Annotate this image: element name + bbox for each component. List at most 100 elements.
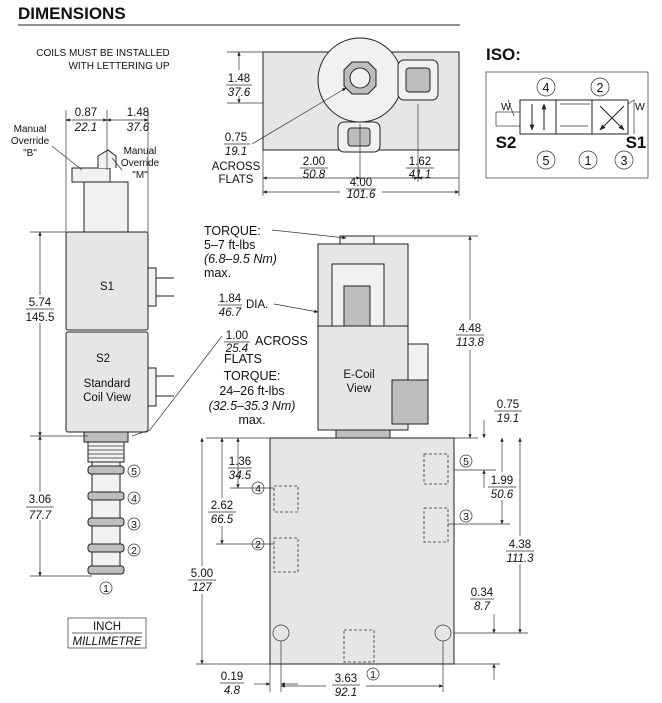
coil-s1-connector bbox=[147, 267, 157, 307]
iso-symbol bbox=[485, 71, 649, 179]
dim-075b-in: 0.75 bbox=[497, 399, 519, 411]
torque1-line-3: (6.8–9.5 Nm) bbox=[204, 252, 277, 266]
dim-199-in: 1.99 bbox=[491, 475, 513, 487]
coil-s1-label: S1 bbox=[100, 281, 114, 293]
dim-034-in: 0.34 bbox=[471, 587, 494, 599]
coil-s2-label: S2 bbox=[96, 353, 110, 365]
plate-port-4: 4 bbox=[255, 483, 261, 495]
port-4-side: 4 bbox=[131, 493, 137, 505]
torque2-line-2: 24–26 ft-lbs bbox=[219, 384, 284, 398]
port-2-cavity bbox=[273, 537, 299, 573]
dim-363-in: 3.63 bbox=[335, 673, 357, 685]
seal-ring bbox=[87, 543, 125, 553]
dim-306-in: 3.06 bbox=[29, 494, 51, 506]
iso-label: ISO: bbox=[486, 45, 521, 64]
units-mm: MILLIMETRE bbox=[72, 636, 141, 648]
dim-363-mm: 92.1 bbox=[335, 687, 357, 699]
override-b-lever bbox=[71, 167, 111, 183]
dim-448-in: 4.48 bbox=[459, 323, 481, 335]
plate-port-1: 1 bbox=[370, 669, 376, 681]
port-1-side: 1 bbox=[103, 583, 109, 595]
dim-438-in: 4.38 bbox=[509, 539, 531, 551]
override-m-line-3: "M" bbox=[132, 170, 148, 181]
cartridge-thread bbox=[87, 441, 125, 463]
coil-note-line-2: WITH LETTERING UP bbox=[68, 61, 169, 72]
iso-port-4: 4 bbox=[543, 81, 550, 95]
hex-nut bbox=[83, 431, 129, 443]
torque1-line-2: 5–7 ft-lbs bbox=[204, 238, 255, 252]
dim-100-in: 1.00 bbox=[226, 330, 248, 342]
plate-port-5: 5 bbox=[463, 456, 469, 468]
port-3-side: 3 bbox=[131, 519, 137, 531]
port-3-cavity bbox=[423, 507, 449, 543]
dim-162-mm: 41.1 bbox=[409, 169, 431, 181]
ecoil-view bbox=[269, 235, 455, 665]
iso-port-2: 2 bbox=[597, 81, 604, 95]
dim-200-mm: 50.8 bbox=[303, 169, 326, 181]
dim-500-in: 5.00 bbox=[191, 568, 213, 580]
dim-574-mm: 145.5 bbox=[26, 312, 55, 324]
dim-075a-mm: 19.1 bbox=[225, 146, 247, 158]
dim-200-in: 2.00 bbox=[303, 156, 325, 168]
across-flats-1-line-1: ACROSS bbox=[212, 161, 261, 173]
dim-136-in: 1.36 bbox=[229, 456, 251, 468]
port-5-cavity bbox=[423, 453, 449, 485]
port-4-cavity bbox=[273, 485, 299, 513]
coil-s2-connector bbox=[147, 367, 157, 407]
dim-148b-mm: 37.6 bbox=[228, 87, 251, 99]
dim-019-mm: 4.8 bbox=[224, 685, 241, 697]
subplate-body bbox=[269, 437, 455, 665]
units-box bbox=[67, 617, 147, 649]
standard-view-line-1: Standard bbox=[84, 378, 131, 390]
dim-262-in: 2.62 bbox=[211, 500, 233, 512]
seal-ring bbox=[87, 565, 125, 575]
torque1-line-4: max. bbox=[204, 266, 231, 280]
torque2-line-1: TORQUE: bbox=[224, 369, 281, 383]
dim-438-mm: 111.3 bbox=[506, 553, 534, 565]
dim-500-mm: 127 bbox=[192, 582, 212, 594]
dim-075b-mm: 19.1 bbox=[497, 413, 519, 425]
across-flats-2-line-2: FLATS bbox=[224, 352, 262, 366]
dim-087-in: 0.87 bbox=[75, 107, 97, 119]
port-5-side: 5 bbox=[131, 466, 137, 478]
dim-574-in: 5.74 bbox=[29, 297, 52, 309]
dim-148b-in: 1.48 bbox=[228, 73, 250, 85]
torque1-line-1: TORQUE: bbox=[204, 224, 261, 238]
dim-100-mm: 25.4 bbox=[225, 343, 248, 355]
standard-view-line-2: Coil View bbox=[83, 392, 131, 404]
plate-port-3: 3 bbox=[463, 511, 469, 523]
dim-199-mm: 50.6 bbox=[491, 489, 514, 501]
override-b-line-3: "B" bbox=[23, 148, 37, 159]
coil-cap bbox=[83, 181, 129, 233]
dim-034-mm: 8.7 bbox=[474, 601, 491, 613]
ecoil-connector bbox=[391, 379, 429, 425]
dim-019-in: 0.19 bbox=[221, 671, 243, 683]
iso-port-3: 3 bbox=[621, 154, 628, 168]
torque2-line-3: (32.5–35.3 Nm) bbox=[209, 399, 296, 413]
dia-label: DIA. bbox=[246, 299, 268, 311]
dim-400-mm: 101.6 bbox=[347, 189, 376, 201]
iso-port-5: 5 bbox=[543, 154, 550, 168]
iso-spring-w-left: W bbox=[501, 101, 511, 113]
coil-note-line-1: COILS MUST BE INSTALLED bbox=[36, 48, 170, 59]
iso-s1-label: S1 bbox=[626, 133, 647, 152]
top-view bbox=[262, 37, 460, 153]
dim-184-in: 1.84 bbox=[219, 293, 242, 305]
dim-262-mm: 66.5 bbox=[211, 514, 234, 526]
units-inch: INCH bbox=[93, 621, 121, 633]
seal-ring bbox=[87, 517, 125, 527]
dim-306-mm: 77.7 bbox=[29, 510, 52, 522]
iso-port-1: 1 bbox=[585, 154, 592, 168]
override-b-line-2: Override bbox=[11, 136, 50, 147]
override-b-line-1: Manual bbox=[14, 124, 47, 135]
dim-400-in: 4.00 bbox=[350, 177, 372, 189]
override-m-line-2: Override bbox=[121, 158, 160, 169]
override-m-line-1: Manual bbox=[124, 146, 157, 157]
dim-136-mm: 34.5 bbox=[229, 470, 252, 482]
plate-port-2: 2 bbox=[255, 539, 261, 551]
dim-148a-in: 1.48 bbox=[127, 107, 149, 119]
page-title: DIMENSIONS bbox=[18, 4, 126, 23]
iso-s2-label: S2 bbox=[496, 133, 517, 152]
port-2-side: 2 bbox=[131, 545, 137, 557]
